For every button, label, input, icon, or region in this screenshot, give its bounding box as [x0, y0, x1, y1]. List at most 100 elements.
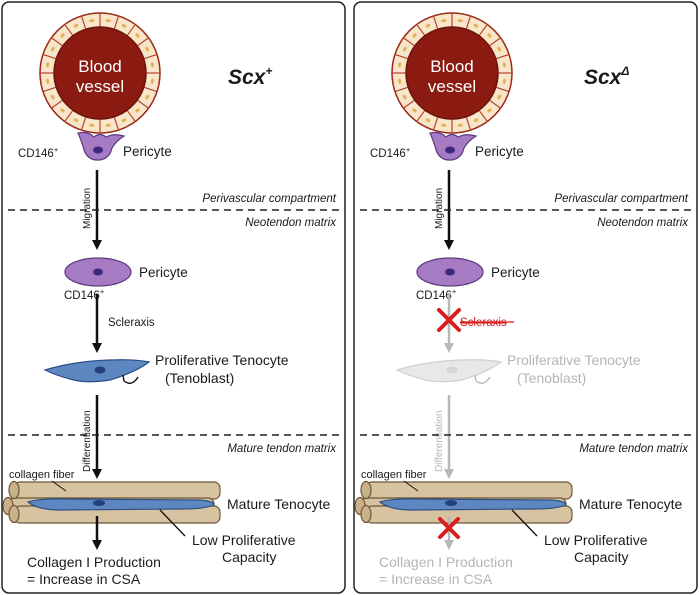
- endothelial-cell-nucleus: [487, 108, 492, 113]
- endothelial-cell-border: [478, 24, 488, 37]
- endothelial-cell-nucleus: [402, 46, 407, 52]
- endothelial-cell-nucleus: [473, 118, 479, 123]
- proliferation-arrow-head-faded: [474, 374, 477, 382]
- low-prolif-pointer: [159, 509, 186, 537]
- proliferative-tenocyte-faded: [395, 359, 503, 383]
- low-prolif-label-line1: Low Proliferative: [544, 532, 648, 548]
- endothelial-cell-border: [394, 53, 409, 60]
- endothelial-cell-border: [143, 53, 158, 60]
- endothelial-cell-border: [80, 15, 87, 30]
- endothelial-cell-nucleus: [105, 123, 111, 127]
- endothelial-cell-border: [113, 116, 120, 131]
- pericyte-label-mid: Pericyte: [491, 265, 540, 280]
- neotendon-label: Neotendon matrix: [597, 217, 689, 229]
- endothelial-cell-nucleus: [73, 23, 79, 28]
- endothelial-cell-nucleus: [89, 19, 95, 23]
- endothelial-cell-border: [416, 109, 426, 122]
- pericyte-top: [429, 131, 478, 161]
- endothelial-cell-nucleus: [46, 78, 50, 84]
- endothelial-cell-nucleus: [145, 94, 150, 100]
- endothelial-cell-border: [113, 15, 120, 30]
- endothelial-cell-nucleus: [497, 46, 502, 52]
- panel-scx-plus: Blood vessel CD146+ Pericyte Scx+ Migrat…: [1, 1, 346, 594]
- blood-vessel-label-line1: Blood: [430, 57, 473, 76]
- endothelial-cell-border: [465, 116, 472, 131]
- panel-scx-delta: Blood vessel CD146+ Pericyte ScxΔ Migrat…: [353, 1, 698, 594]
- endothelial-cell-nucleus: [50, 46, 55, 52]
- cd146-label-mid: CD146+: [416, 287, 457, 302]
- mature-matrix-label: Mature tendon matrix: [579, 443, 689, 455]
- endothelial-cell-border: [51, 37, 64, 47]
- endothelial-cell-border: [403, 37, 416, 47]
- differentiation-label: Differentiation: [82, 410, 93, 472]
- endothelial-cell-nucleus: [502, 62, 506, 68]
- pericyte-mid: [416, 257, 484, 287]
- endothelial-cell-border: [488, 99, 501, 109]
- mature-matrix-label: Mature tendon matrix: [227, 443, 337, 455]
- endothelial-cell-nucleus: [121, 118, 127, 123]
- endothelial-cell-nucleus: [441, 19, 447, 23]
- blood-vessel: Blood vessel: [391, 12, 513, 134]
- collagen-fiber-pointer: [51, 480, 67, 492]
- endothelial-cell-nucleus: [441, 123, 447, 127]
- endothelial-cell-border: [42, 53, 57, 60]
- endothelial-cell-nucleus: [145, 46, 150, 52]
- blood-vessel-label-line2: vessel: [428, 77, 476, 96]
- endothelial-cell-border: [136, 99, 149, 109]
- proliferation-arrow: [123, 376, 139, 384]
- collagen-production-line1: Collagen I Production: [27, 554, 161, 570]
- endothelial-cell-border: [495, 53, 510, 60]
- endothelial-cell-nucleus: [412, 108, 417, 113]
- genotype-label: Scx+: [228, 64, 272, 89]
- endothelial-cell-nucleus: [73, 118, 79, 123]
- pericyte-mid: [64, 257, 132, 287]
- pericyte-top: [77, 131, 126, 161]
- endothelial-cell-border: [403, 99, 416, 109]
- tenocyte-label-line1: Proliferative Tenocyte: [507, 352, 641, 368]
- endothelial-cell-border: [64, 109, 74, 122]
- endothelial-cell-nucleus: [425, 23, 431, 28]
- endothelial-cell-nucleus: [50, 94, 55, 100]
- low-prolif-label-line2: Capacity: [222, 549, 276, 565]
- low-prolif-label-line2: Capacity: [574, 549, 628, 565]
- endothelial-cell-nucleus: [425, 118, 431, 123]
- endothelial-cell-nucleus: [89, 123, 95, 127]
- endothelial-cell-nucleus: [121, 23, 127, 28]
- block-x-icon: [438, 517, 460, 539]
- endothelial-cell-nucleus: [150, 62, 154, 68]
- mature-tenocyte: [378, 498, 567, 511]
- neotendon-label: Neotendon matrix: [245, 217, 337, 229]
- scleraxis-label: Scleraxis: [108, 317, 155, 329]
- endothelial-cell-nucleus: [60, 33, 65, 38]
- collagen-production-line1: Collagen I Production: [379, 554, 513, 570]
- low-prolif-pointer: [511, 509, 538, 537]
- proliferative-tenocyte: [43, 359, 151, 383]
- mature-tenocyte-label: Mature Tenocyte: [579, 496, 682, 512]
- migration-label: Migration: [434, 188, 445, 229]
- tenocyte-label-line2: (Tenoblast): [165, 370, 234, 386]
- scleraxis-label-struck: Scleraxis: [460, 317, 507, 329]
- mature-tenocyte: [26, 498, 215, 511]
- blood-vessel-label-line1: Blood: [78, 57, 121, 76]
- endothelial-cell-nucleus: [402, 94, 407, 100]
- blood-vessel: Blood vessel: [39, 12, 161, 134]
- endothelial-cell-nucleus: [412, 33, 417, 38]
- differentiation-label: Differentiation: [434, 410, 445, 472]
- endothelial-cell-border: [51, 99, 64, 109]
- tenocyte-label-line1: Proliferative Tenocyte: [155, 352, 289, 368]
- collagen-fiber-pointer: [403, 480, 419, 492]
- endothelial-cell-nucleus: [46, 62, 50, 68]
- tenocyte-label-line2: (Tenoblast): [517, 370, 586, 386]
- endothelial-cell-nucleus: [398, 78, 402, 84]
- endothelial-cell-nucleus: [398, 62, 402, 68]
- endothelial-cell-border: [143, 86, 158, 93]
- endothelial-cell-border: [394, 86, 409, 93]
- endothelial-cell-border: [478, 109, 488, 122]
- cd146-label-top: CD146+: [370, 145, 411, 160]
- block-x-icon: [437, 308, 461, 332]
- endothelial-cell-border: [126, 109, 136, 122]
- collagen-production-line2: = Increase in CSA: [27, 571, 141, 587]
- endothelial-cell-border: [416, 24, 426, 37]
- blood-vessel-label-line2: vessel: [76, 77, 124, 96]
- endothelial-cell-border: [126, 24, 136, 37]
